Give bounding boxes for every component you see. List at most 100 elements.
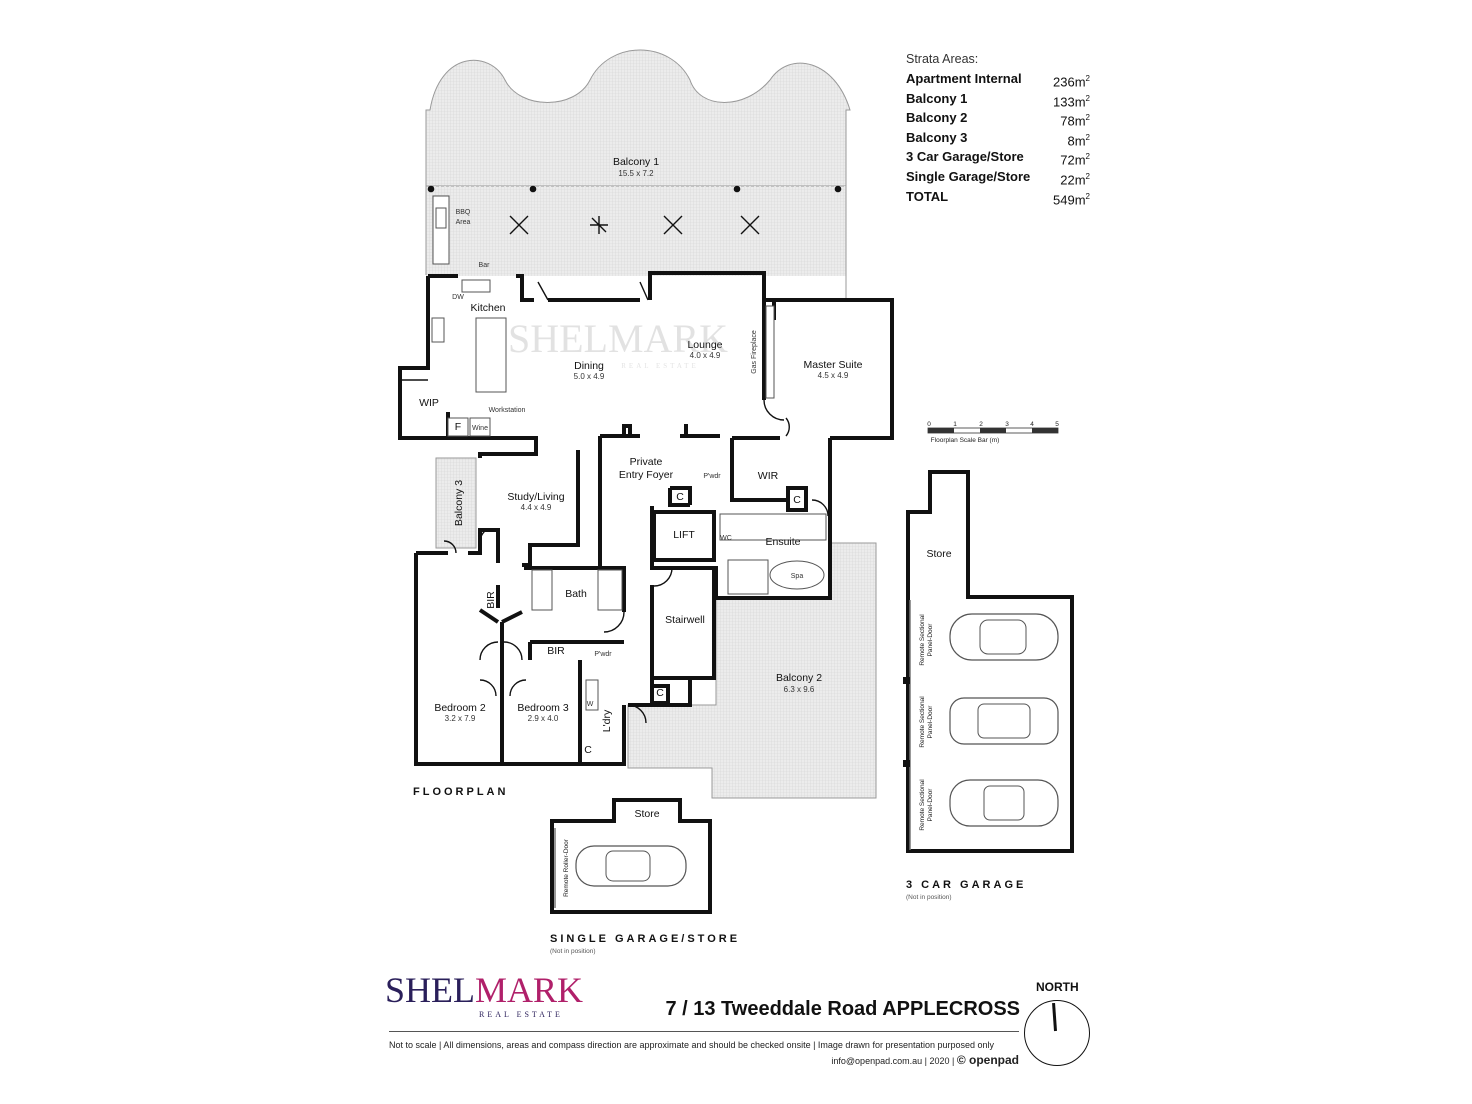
strata-row: Balcony 1 133m2 xyxy=(906,90,1090,109)
car-icon xyxy=(949,779,1059,827)
svg-text:Remote Sectional: Remote Sectional xyxy=(919,779,926,831)
strata-row: Single Garage/Store 22m2 xyxy=(906,168,1090,188)
svg-text:5: 5 xyxy=(1055,421,1059,428)
lounge-label: Lounge xyxy=(687,339,722,351)
master-suite-dim: 4.5 x 4.9 xyxy=(818,371,849,380)
svg-text:REAL ESTATE: REAL ESTATE xyxy=(621,362,698,370)
ceiling-fan-icon xyxy=(590,216,608,234)
svg-text:Remote Sectional: Remote Sectional xyxy=(919,696,926,748)
dining-dim: 5.0 x 4.9 xyxy=(574,372,605,381)
compass-icon xyxy=(1024,1000,1090,1066)
svg-text:Floorplan Scale Bar (m): Floorplan Scale Bar (m) xyxy=(931,437,1000,444)
foyer-label-1: Private xyxy=(630,456,663,468)
svg-text:3: 3 xyxy=(1005,421,1009,428)
footer-divider xyxy=(389,1031,1019,1032)
balcony-3: Balcony 3 xyxy=(435,457,477,549)
wip-label: WIP xyxy=(419,397,439,409)
garage-store-label: Store xyxy=(926,548,951,560)
strata-row: Balcony 3 8m2 xyxy=(906,129,1090,149)
stairwell-label: Stairwell xyxy=(665,614,705,626)
study-label: Study/Living xyxy=(507,491,564,503)
bar-label: Bar xyxy=(479,262,491,269)
contact-line: info@openpad.com.au | 2020 | © openpad xyxy=(831,1053,1019,1067)
svg-text:Panel-Door: Panel-Door xyxy=(927,623,934,657)
balcony-1-dim: 15.5 x 7.2 xyxy=(618,169,654,178)
svg-text:Panel-Door: Panel-Door xyxy=(927,788,934,822)
wc-label: WC xyxy=(720,535,732,542)
cupboard-label: C xyxy=(656,687,664,699)
bedroom-2-label: Bedroom 2 xyxy=(434,702,486,714)
svg-text:0: 0 xyxy=(927,421,931,428)
apartment-walls xyxy=(398,271,894,766)
bir-label: BIR xyxy=(547,645,565,657)
bbq-counter xyxy=(432,195,450,265)
powder-room-label: P'wdr xyxy=(703,473,721,480)
strata-row-total: TOTAL 549m2 xyxy=(906,188,1090,207)
foyer-label-2: Entry Foyer xyxy=(619,469,674,481)
powder-room-label: P'wdr xyxy=(594,651,612,658)
balcony-1-label: Balcony 1 xyxy=(613,156,659,168)
cupboard-label: C xyxy=(793,494,801,506)
wir-label: WIR xyxy=(758,470,779,482)
north-label: NORTH xyxy=(1036,980,1079,994)
bath-label: Bath xyxy=(565,588,587,600)
svg-text:Remote Sectional: Remote Sectional xyxy=(919,614,926,666)
bedroom-3-label: Bedroom 3 xyxy=(517,702,569,714)
cupboard-label: C xyxy=(584,744,592,756)
study-dim: 4.4 x 4.9 xyxy=(521,503,552,512)
disclaimer-text: Not to scale | All dimensions, areas and… xyxy=(389,1040,995,1050)
ceiling-fan-icon xyxy=(740,215,760,235)
washer-label: W xyxy=(587,701,594,708)
lounge-dim: 4.0 x 4.9 xyxy=(690,351,721,360)
spa-label: Spa xyxy=(791,573,804,580)
ceiling-fan-icon xyxy=(663,215,683,235)
dining-label: Dining xyxy=(574,360,604,372)
three-car-garage-note: (Not in position) xyxy=(906,894,952,901)
bbq-area-label: Area xyxy=(456,219,471,226)
single-garage-note: (Not in position) xyxy=(550,948,596,955)
bedroom-2-dim: 3.2 x 7.9 xyxy=(445,714,476,723)
openpad-logo: © openpad xyxy=(956,1053,1019,1067)
svg-text:SHELMARK: SHELMARK xyxy=(508,316,728,361)
workstation-label: Workstation xyxy=(489,407,526,414)
strata-row: 3 Car Garage/Store 72m2 xyxy=(906,149,1090,168)
car-icon xyxy=(949,697,1059,745)
ceiling-fan-icon xyxy=(509,215,529,235)
gas-fireplace-label: Gas Fireplace xyxy=(751,330,758,374)
dishwasher-label: DW xyxy=(452,294,464,301)
doors xyxy=(400,281,829,724)
watermark: SHELMARK REAL ESTATE xyxy=(508,316,728,370)
car-icon xyxy=(575,845,687,887)
shelmark-logo: SHELMARK REAL ESTATE xyxy=(385,970,584,1019)
svg-text:Panel-Door: Panel-Door xyxy=(927,705,934,739)
property-address: 7 / 13 Tweeddale Road APPLECROSS xyxy=(665,998,1020,1020)
cupboard-label: C xyxy=(676,491,684,503)
strata-row: Apartment Internal 236m2 xyxy=(906,71,1090,90)
balcony-1: Balcony 1 15.5 x 7.2 BBQ Area Bar xyxy=(425,49,851,300)
single-store-label: Store xyxy=(634,808,659,820)
fixtures xyxy=(431,279,827,711)
bir-label: BIR xyxy=(485,591,497,609)
floorplan-heading: FLOORPLAN xyxy=(413,786,508,798)
wine-label: Wine xyxy=(472,425,488,432)
three-car-garage: Store Remote Sectional Panel-Door Remote… xyxy=(903,470,1074,901)
single-garage-heading: SINGLE GARAGE/STORE xyxy=(550,933,740,945)
strata-row: Balcony 2 78m2 xyxy=(906,110,1090,129)
balcony-2-label: Balcony 2 xyxy=(776,672,822,684)
car-icon xyxy=(949,613,1059,661)
balcony-2: Balcony 2 6.3 x 9.6 xyxy=(627,542,877,799)
kitchen-label: Kitchen xyxy=(470,302,505,314)
strata-title: Strata Areas: xyxy=(906,52,979,66)
svg-text:4: 4 xyxy=(1030,421,1034,428)
laundry-label: L'dry xyxy=(601,709,613,732)
svg-text:Remote Roller-Door: Remote Roller-Door xyxy=(563,838,570,897)
bedroom-3-dim: 2.9 x 4.0 xyxy=(528,714,559,723)
svg-text:2: 2 xyxy=(979,421,983,428)
strata-areas-table: Strata Areas: Apartment Internal 236m2 B… xyxy=(906,52,1090,207)
ensuite-label: Ensuite xyxy=(765,536,800,548)
scale-bar: 0 1 2 3 4 5 Floorplan Scale Bar (m) xyxy=(927,421,1059,444)
balcony-3-label: Balcony 3 xyxy=(453,480,465,526)
three-car-garage-heading: 3 CAR GARAGE xyxy=(906,879,1026,891)
room-labels: DW Kitchen Dining 5.0 x 4.9 Lounge 4.0 x… xyxy=(419,294,863,756)
